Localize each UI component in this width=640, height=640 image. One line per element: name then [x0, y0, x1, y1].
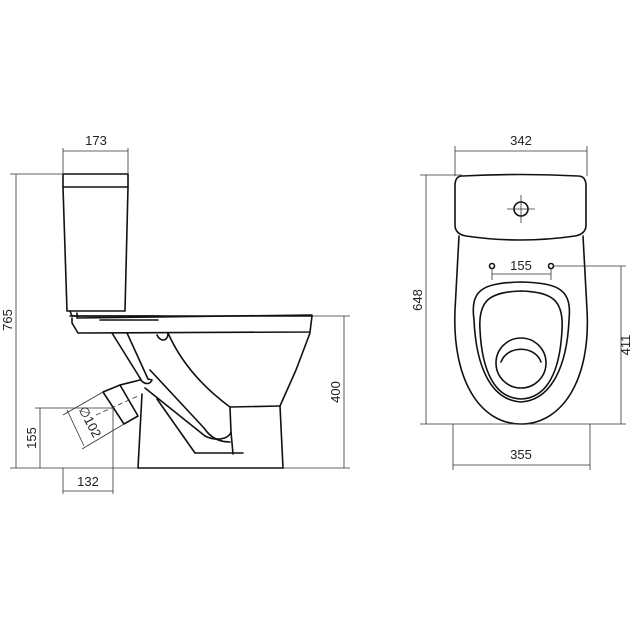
label-outlet-diameter: ∅102 — [76, 404, 105, 440]
label-total-height: 765 — [0, 309, 15, 331]
label-total-depth: 648 — [410, 289, 425, 311]
dim-hole-to-front: 411 — [553, 265, 633, 424]
mounting-hole-left — [488, 262, 496, 270]
dim-bowl-width: 355 — [452, 424, 591, 470]
label-tank-width-side: 173 — [85, 133, 107, 148]
seat-rim-side — [69, 310, 313, 334]
dim-tank-width-side: 173 — [62, 133, 129, 174]
dim-hole-spacing: 155 — [491, 258, 552, 280]
side-view: 173 765 400 155 132 — [0, 133, 350, 494]
dim-tank-width-top: 342 — [454, 133, 588, 176]
label-outlet-offset: 132 — [77, 474, 99, 489]
label-tank-width-top: 342 — [510, 133, 532, 148]
dim-total-depth: 648 — [410, 174, 626, 425]
outlet-collar — [95, 379, 141, 425]
dim-outlet-offset: 132 — [62, 408, 114, 494]
label-hole-spacing: 155 — [510, 258, 532, 273]
top-view: 342 648 155 411 355 — [410, 133, 633, 470]
tank-top — [454, 173, 587, 241]
label-bowl-height: 400 — [328, 381, 343, 403]
dim-total-height: 765 — [0, 173, 138, 469]
label-outlet-height: 155 — [24, 427, 39, 449]
bowl-side — [111, 332, 311, 469]
dim-outlet-diameter: ∅102 — [62, 391, 125, 450]
dim-bowl-height: 400 — [283, 315, 350, 469]
label-hole-to-front: 411 — [618, 335, 633, 356]
mounting-hole-right — [547, 262, 555, 270]
tank-side — [62, 173, 129, 312]
label-bowl-width: 355 — [510, 447, 532, 462]
